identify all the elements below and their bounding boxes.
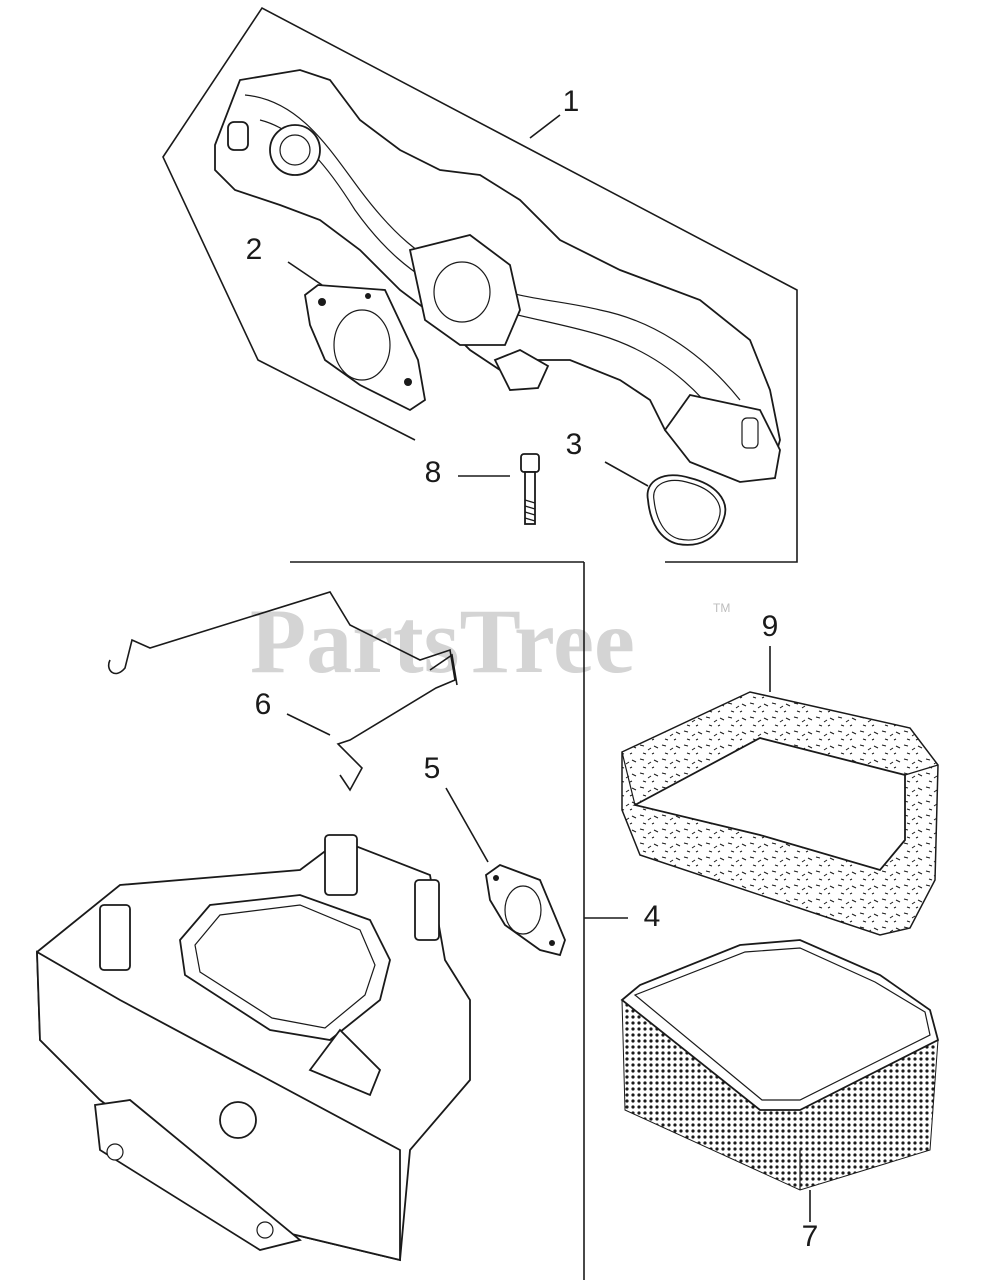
callout-4: 4 [584,900,660,933]
intake-manifold [214,69,781,483]
group-1-boundary [162,6,798,563]
air-cleaner-gasket [485,863,566,957]
callout-4-number: 4 [644,900,661,933]
callout-3: 3 [566,428,649,487]
callout-6-number: 6 [255,688,272,721]
callout-3-number: 3 [566,428,583,461]
callout-7-number: 7 [802,1220,819,1253]
callout-5: 5 [424,752,489,863]
o-ring-seal [646,474,727,546]
callout-2: 2 [246,233,323,286]
manifold-gasket [304,284,426,412]
group-4-bracket [290,561,585,1280]
watermark-trademark: TM [713,601,730,615]
watermark-text: PartsTree [250,590,635,692]
callout-2-number: 2 [246,233,263,266]
callout-6: 6 [255,688,331,736]
callout-1: 1 [529,85,580,139]
air-cleaner-base [36,834,471,1262]
retaining-wire [107,591,458,792]
callout-9: 9 [762,610,779,692]
callout-7: 7 [802,1190,819,1253]
callout-9-number: 9 [762,610,779,643]
mounting-screw [520,453,540,525]
paper-element [620,939,940,1191]
callout-8: 8 [425,456,510,489]
callout-5-number: 5 [424,752,441,785]
callout-8-number: 8 [425,456,442,489]
foam-pre-cleaner [621,691,939,936]
callout-1-number: 1 [563,85,580,118]
